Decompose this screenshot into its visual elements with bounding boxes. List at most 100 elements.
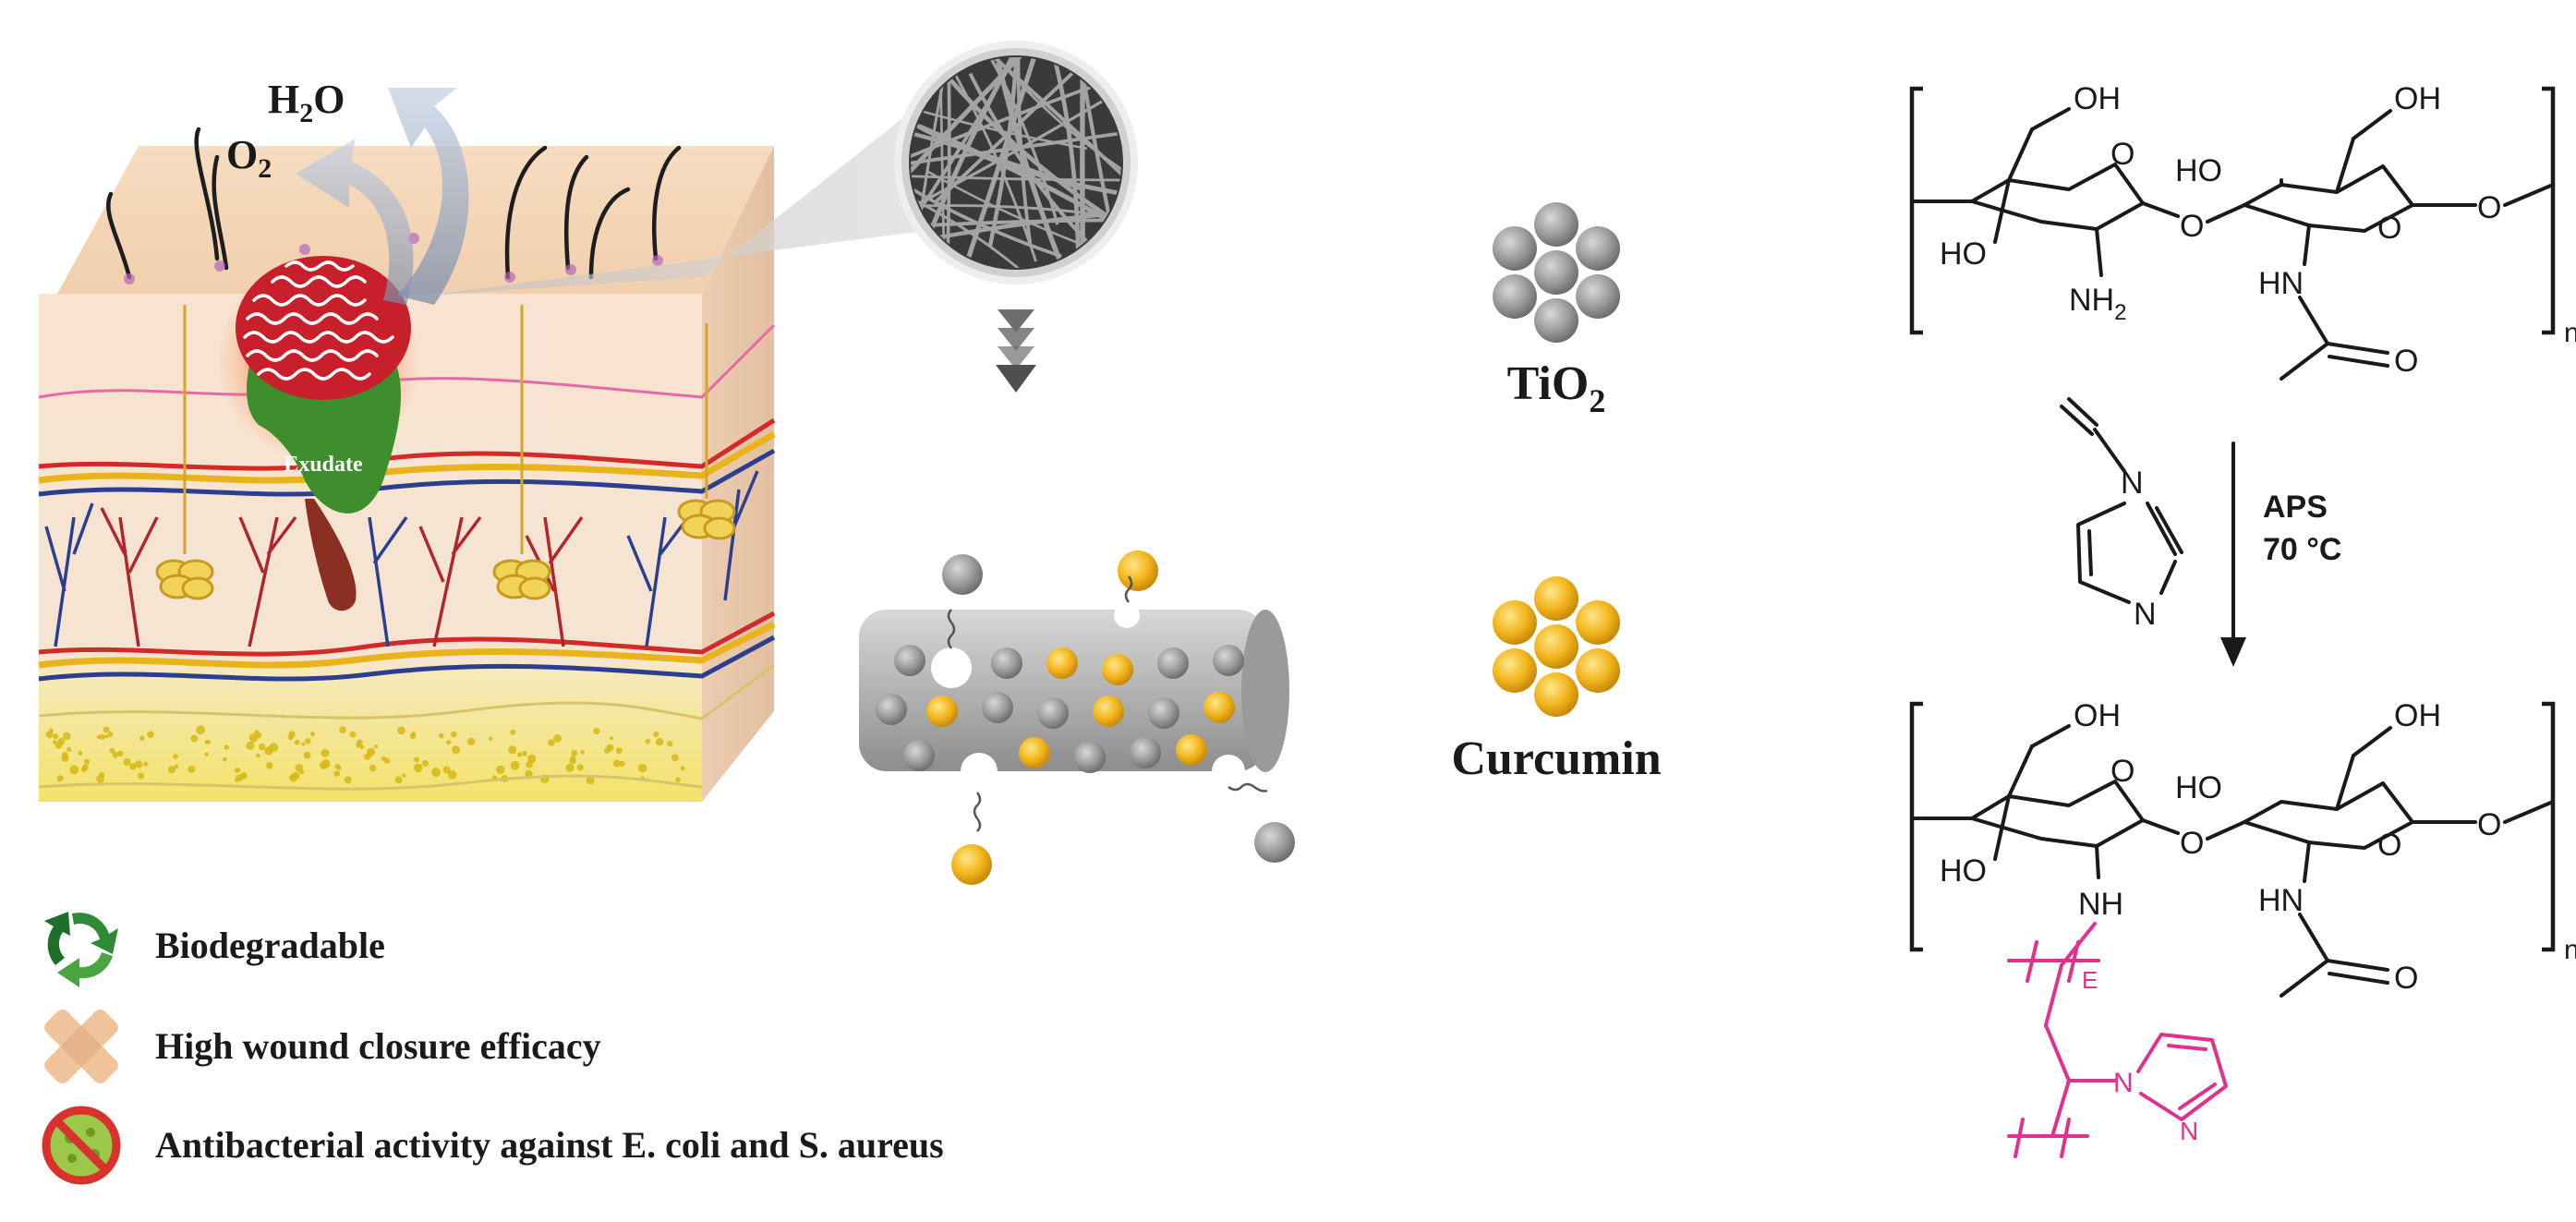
tio2-particle <box>1492 226 1537 271</box>
top-nh2: NH2 <box>2069 283 2126 325</box>
top-o-end: O <box>2477 190 2501 225</box>
tio2-particle <box>1130 737 1161 768</box>
bottom-n-ring2: N <box>2180 1117 2198 1145</box>
curcumin-particle <box>1492 648 1537 693</box>
exudate-label: Exudate <box>284 453 363 477</box>
curcumin-particle <box>1176 734 1207 766</box>
tio2-particle <box>1576 226 1621 271</box>
reagent-temperature: 70 °C <box>2263 532 2341 567</box>
top-o-link: O <box>2180 209 2204 244</box>
bottom-nh: NH <box>2078 887 2123 922</box>
oxygen-arrow <box>296 139 414 305</box>
curcumin-label: Curcumin <box>1451 732 1661 785</box>
hairs <box>106 127 682 280</box>
released-tio2-particle <box>942 554 983 595</box>
grafted-polyvinylimidazole: E N N <box>2007 922 2228 1158</box>
tio2-particle <box>903 740 935 771</box>
sem-magnifier <box>894 41 1138 284</box>
grafted-chitosan-structure: n OH HO O NH O HO OH O O HN O <box>1909 698 2576 1158</box>
curcumin-particle <box>1534 672 1578 717</box>
no-bacteria-icon <box>42 1106 121 1185</box>
top-n-subscript: n <box>2564 318 2576 348</box>
legend-label-biodegradable: Biodegradable <box>155 925 385 966</box>
top-hn: HN <box>2258 266 2304 301</box>
vessel-blue-bottom <box>38 635 776 682</box>
top-o-ring1: O <box>2110 137 2135 172</box>
curcumin-particle <box>1492 600 1537 645</box>
cross-bandage-icon <box>44 1010 118 1083</box>
bottom-oh1: OH <box>2074 698 2121 733</box>
bottom-oh2: OH <box>2394 698 2441 733</box>
tio2-particle <box>1576 274 1621 319</box>
curcumin-particle <box>1576 600 1621 645</box>
bottom-o-end: O <box>2477 807 2501 842</box>
curcumin-particle <box>1102 654 1133 685</box>
tio2-particle <box>1157 647 1189 679</box>
curcumin-particle <box>1019 737 1050 768</box>
tio2-particle <box>1492 274 1537 319</box>
clot-stem <box>305 499 357 611</box>
skin-top-face <box>57 146 774 294</box>
chitosan-structure: n OH HO O NH2 O HO OH O O HN <box>1909 81 2576 381</box>
bottom-o-carbonyl: O <box>2394 961 2418 996</box>
reagent-aps: APS <box>2263 490 2328 525</box>
loaded-fiber <box>859 551 1295 885</box>
skin-side-face <box>702 146 774 802</box>
top-ho1: HO <box>1940 236 1987 272</box>
curcumin-particle <box>1046 647 1078 679</box>
released-curcumin-particle <box>951 844 992 885</box>
hair-pores <box>124 233 663 284</box>
tio2-particle <box>1074 742 1106 773</box>
tio2-particle <box>1213 645 1244 676</box>
top-oh2: OH <box>2394 81 2441 116</box>
exudate-blob <box>247 365 402 514</box>
released-curcumin-particle <box>1118 551 1158 591</box>
feature-legend: Biodegradable High wound closure efficac… <box>42 912 944 1185</box>
tio2-particle <box>991 647 1022 679</box>
curcumin-cluster <box>1492 576 1621 717</box>
bottom-o-ring1: O <box>2110 754 2135 789</box>
sweat-glands <box>155 305 736 600</box>
reaction-step: APS 70 °C N N <box>2060 397 2341 667</box>
bottom-ho1: HO <box>1940 853 1987 889</box>
tio2-particle <box>894 645 925 676</box>
water-vapor-arrow <box>388 88 469 305</box>
curcumin-particle <box>926 696 958 727</box>
down-chevron-icon <box>996 309 1036 393</box>
imidazole-n1: N <box>2121 466 2144 501</box>
tio2-particle <box>876 694 907 725</box>
tio2-particle <box>1148 697 1179 729</box>
release-trails <box>947 575 1268 832</box>
fat-boundary-top <box>38 663 775 720</box>
bottom-o-link: O <box>2180 826 2204 861</box>
tio2-particle <box>1534 202 1578 247</box>
capillaries <box>44 470 759 647</box>
tio2-label: TiO2 <box>1507 357 1606 419</box>
tio2-cluster <box>1492 202 1621 343</box>
vessel-red-bottom <box>38 611 776 657</box>
top-ho2: HO <box>2175 153 2222 188</box>
top-o-carbonyl: O <box>2394 344 2418 379</box>
vessel-yellow-bottom <box>38 621 776 669</box>
o2-label: O2 <box>226 132 272 184</box>
fat-boundary-bottom <box>38 774 703 791</box>
tio2-particle <box>1037 697 1069 729</box>
curcumin-particle <box>1093 696 1124 727</box>
tio2-particle <box>1534 250 1578 295</box>
h2o-label: H2O <box>268 77 345 128</box>
curcumin-particle <box>1534 576 1578 621</box>
fiber-particles <box>876 645 1244 773</box>
recycle-icon <box>44 912 118 987</box>
tio2-particle <box>982 692 1013 723</box>
bottom-n-subscript: n <box>2564 935 2576 965</box>
bottom-hn: HN <box>2258 883 2304 918</box>
skin-model: Exudate H2O O2 <box>38 77 776 802</box>
curcumin-particle <box>1576 648 1621 693</box>
curcumin-particle <box>1534 624 1578 669</box>
nanofiber-dressing <box>236 256 411 400</box>
top-o-ring2: O <box>2377 211 2401 246</box>
bottom-n-ring: N <box>2113 1068 2134 1098</box>
bottom-ho2: HO <box>2175 770 2222 805</box>
zoom-beam <box>425 102 924 296</box>
